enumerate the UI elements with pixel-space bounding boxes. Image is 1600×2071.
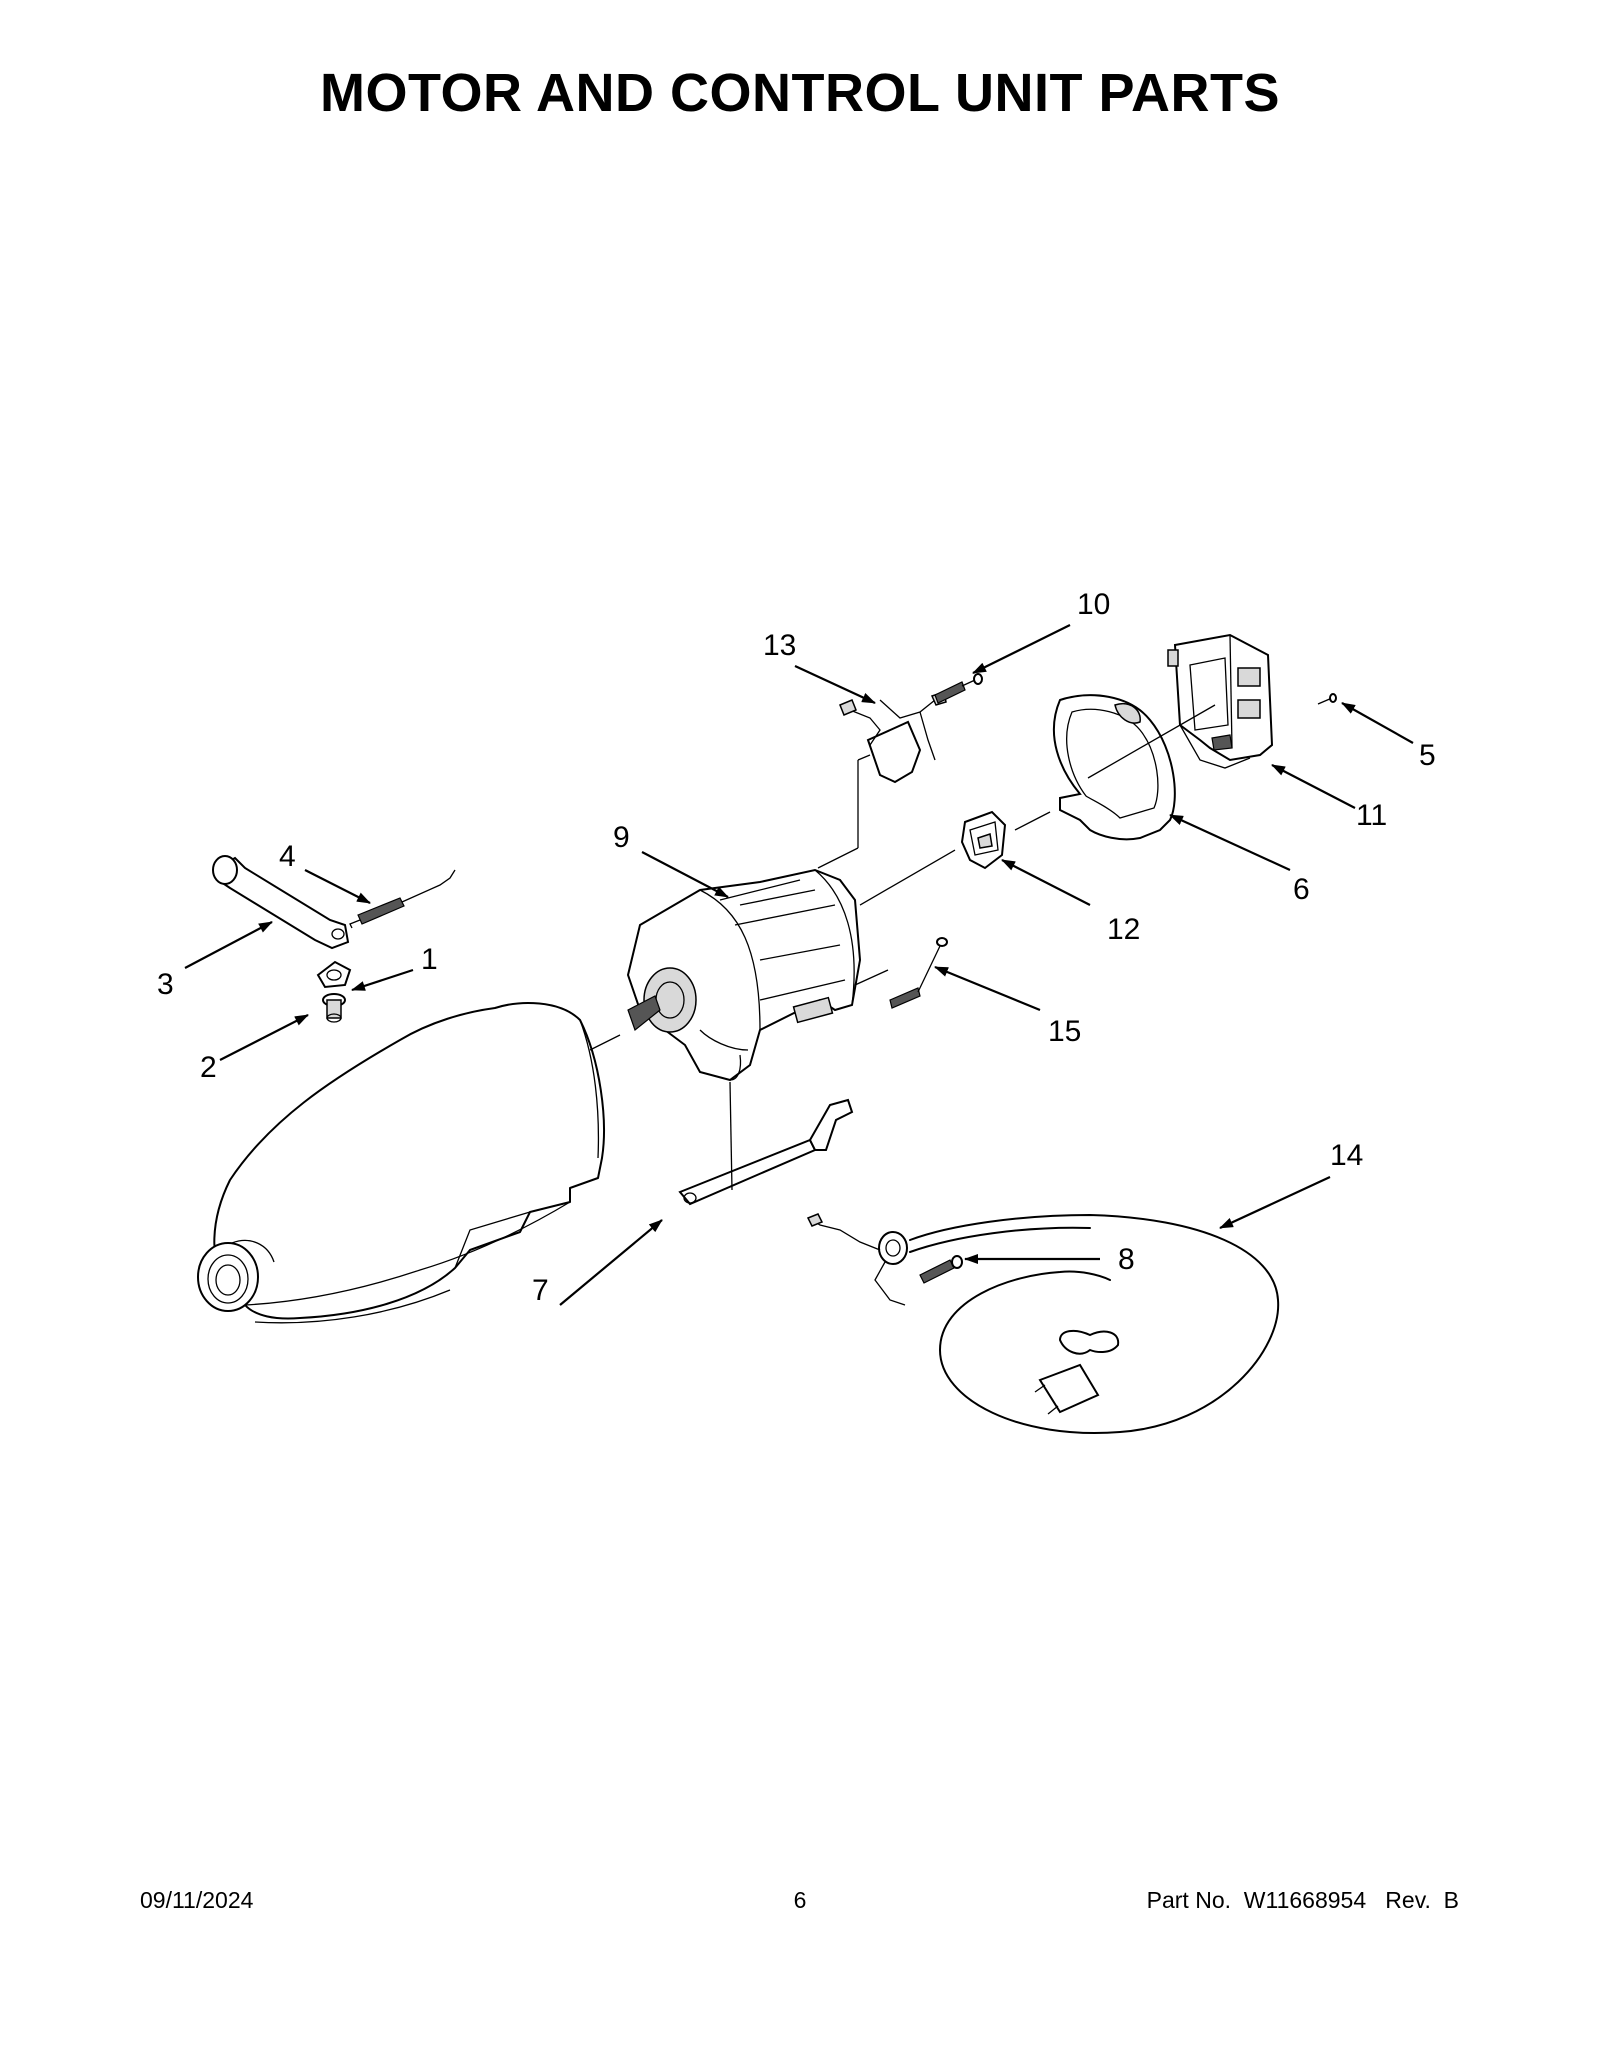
callout-9: 9 (613, 821, 630, 854)
callout-15: 15 (1048, 1015, 1081, 1048)
part-8-spring (919, 1255, 963, 1284)
callout-leaders (184, 624, 1414, 1306)
footer-date: 09/11/2024 (140, 1887, 254, 1913)
part-7-strap (678, 1098, 854, 1206)
part-4-spring (349, 869, 456, 929)
callout-2: 2 (200, 1051, 217, 1084)
part-2-screw (322, 993, 346, 1023)
mixer-head-housing (197, 1002, 605, 1324)
footer-part-number: Part No. W11668954 Rev. B (1146, 1887, 1459, 1913)
callout-6: 6 (1293, 873, 1310, 906)
part-14-power-cord (806, 1213, 1280, 1434)
callout-7: 7 (532, 1274, 549, 1307)
page-title: MOTOR AND CONTROL UNIT PARTS (320, 63, 1280, 123)
callout-numbers: 1 2 3 4 5 6 7 8 9 10 11 12 13 14 15 (157, 588, 1436, 1307)
part-15-screw (889, 937, 948, 1009)
part-3-lever (212, 855, 350, 950)
part-11-control-board (1167, 633, 1274, 769)
part-1-washer (316, 960, 352, 989)
callout-13: 13 (763, 629, 796, 662)
callout-12: 12 (1107, 913, 1140, 946)
callout-5: 5 (1419, 739, 1436, 772)
callout-14: 14 (1330, 1139, 1363, 1172)
part-9-motor (626, 868, 862, 1082)
part-13-connector (839, 691, 947, 784)
part-6-gasket (1052, 694, 1176, 841)
callout-4: 4 (279, 840, 296, 873)
callout-11: 11 (1356, 799, 1387, 832)
callout-8: 8 (1118, 1243, 1135, 1276)
part-12-switch (960, 810, 1007, 870)
assembly-lines (589, 704, 1216, 1191)
callout-10: 10 (1077, 588, 1110, 621)
callout-1: 1 (421, 943, 438, 976)
footer-page-number: 6 (793, 1887, 807, 1913)
part-10-spring (934, 673, 983, 704)
callout-3: 3 (157, 968, 174, 1001)
part-5-screw (1317, 693, 1337, 705)
